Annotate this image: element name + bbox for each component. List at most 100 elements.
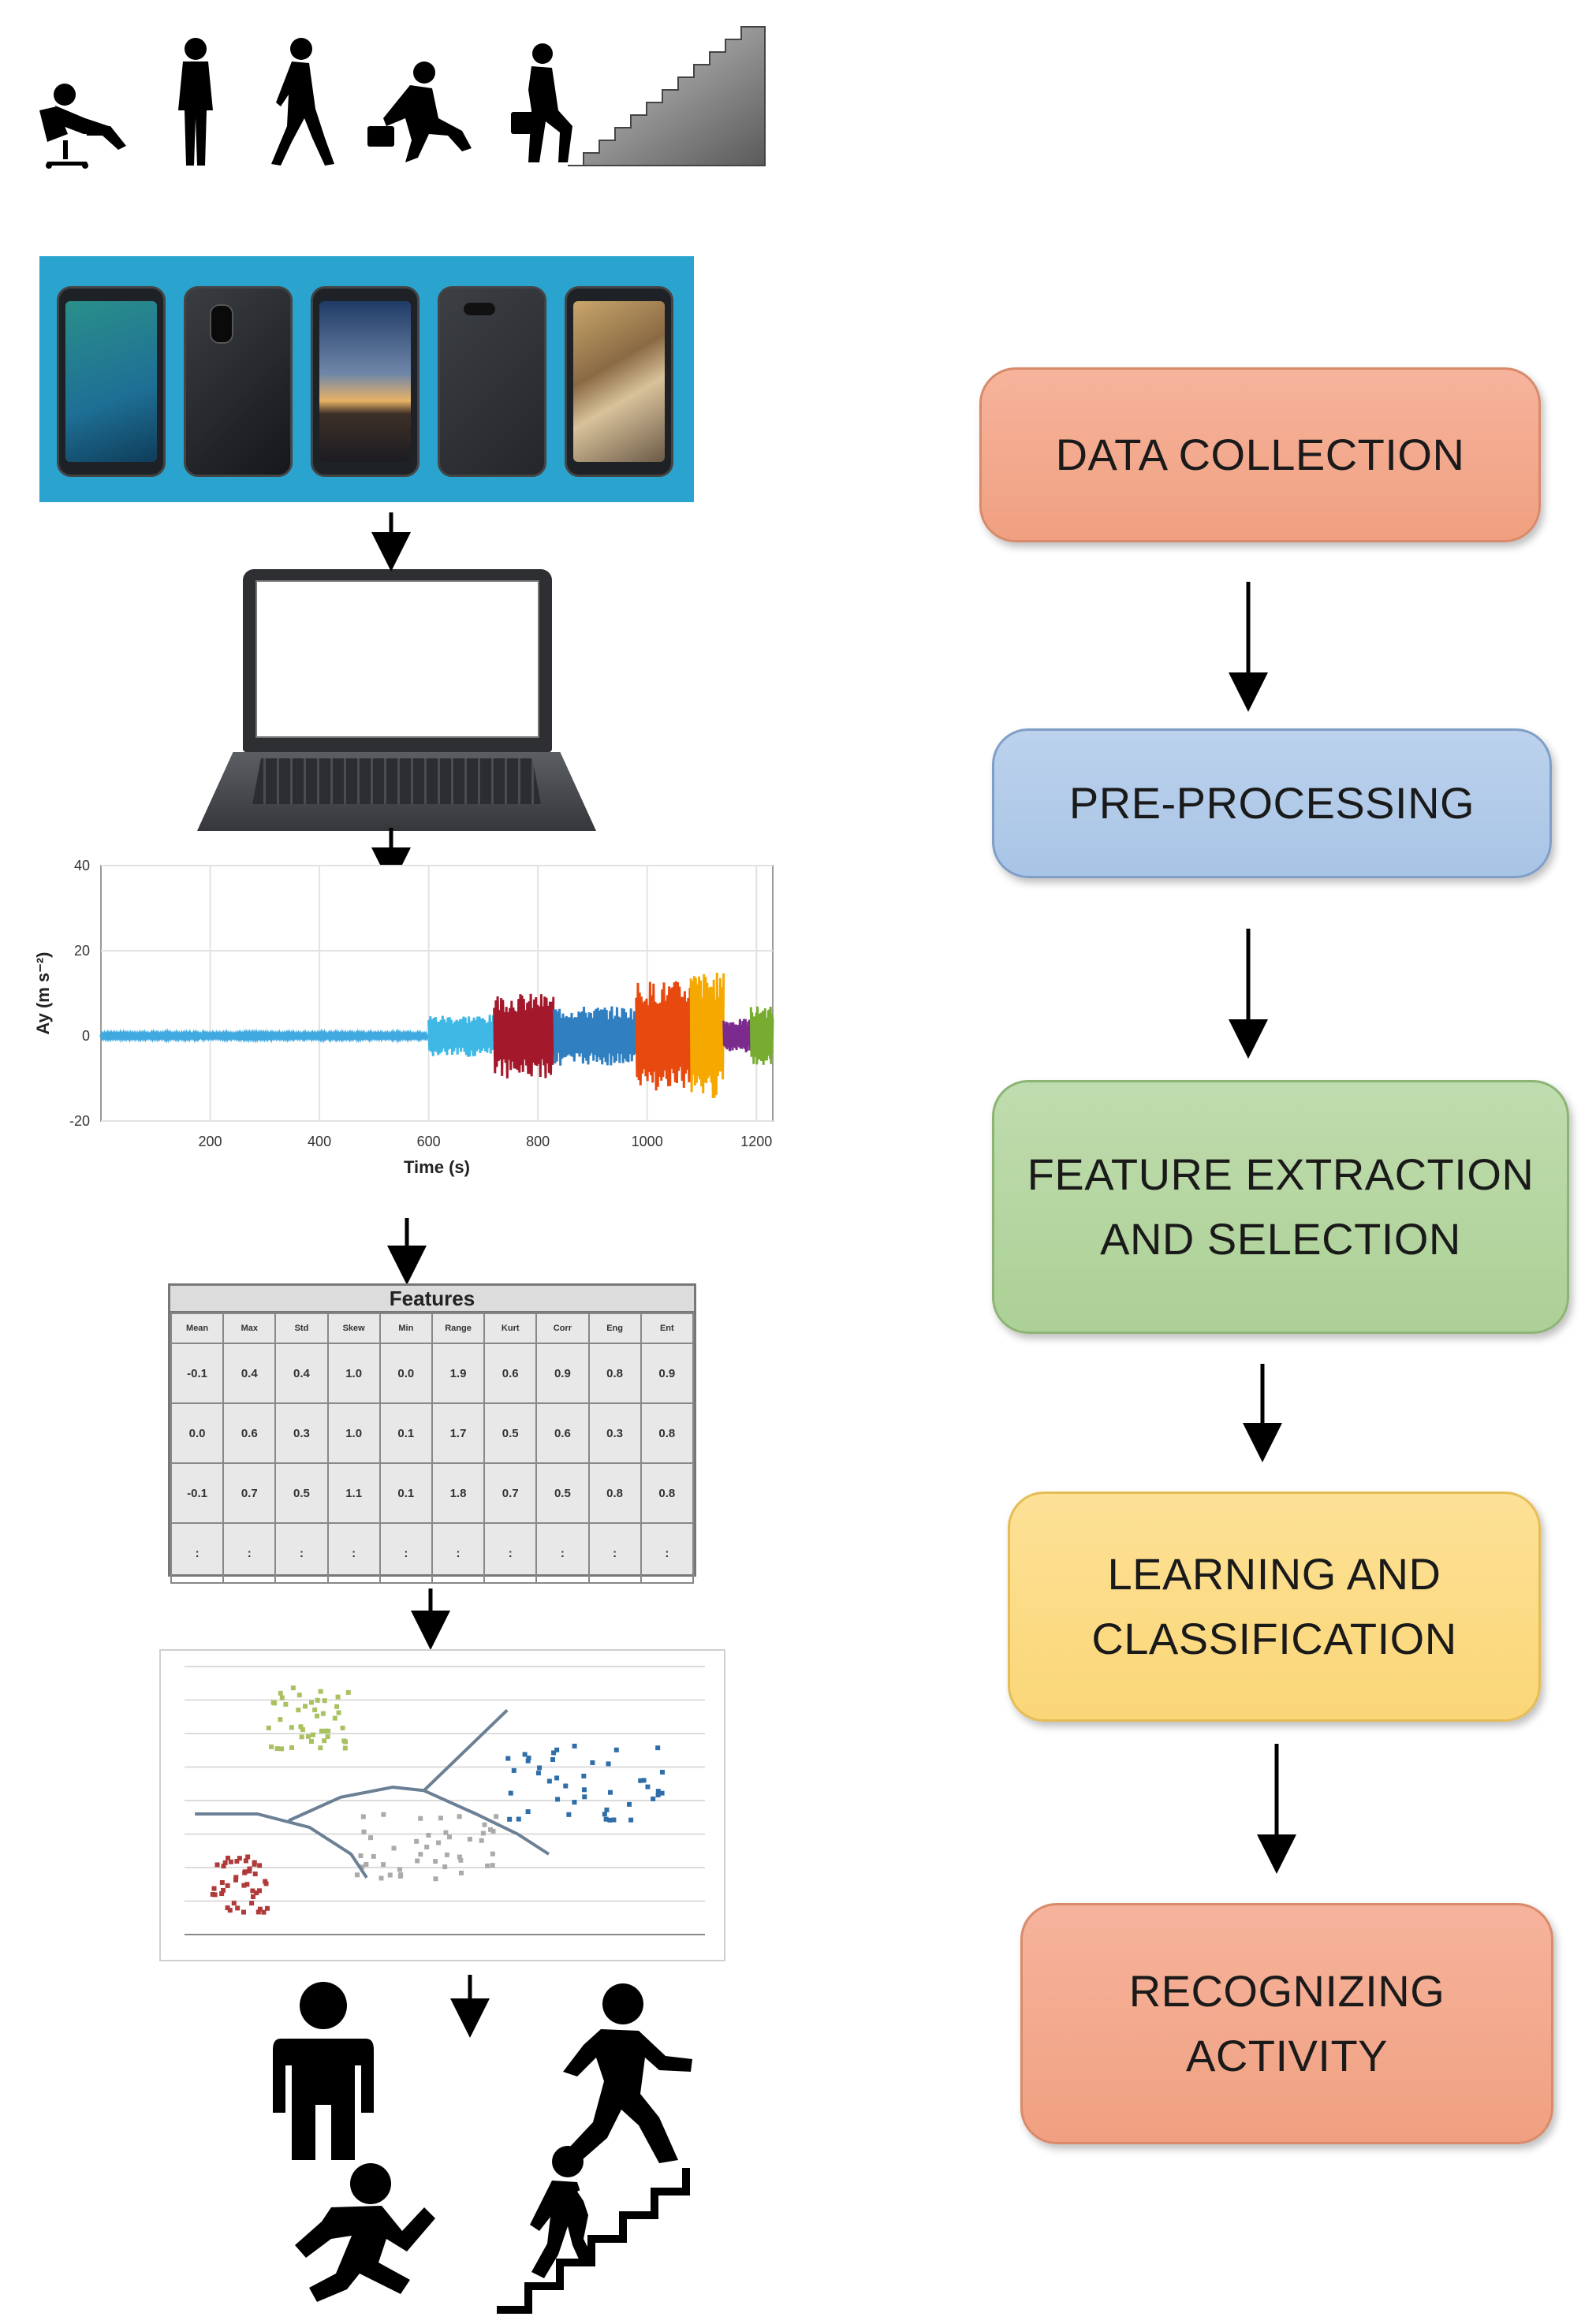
features-cell: 1.0: [326, 1343, 381, 1404]
scatter-point: [257, 1906, 263, 1912]
scatter-point: [526, 1755, 531, 1760]
features-cell: 1.7: [431, 1402, 486, 1464]
scatter-point: [309, 1700, 315, 1705]
x-tick-label: 1000: [632, 1134, 663, 1149]
classification-scatter-chart: [185, 1666, 705, 1935]
features-cell: 0.9: [535, 1343, 590, 1404]
scatter-point: [242, 1869, 248, 1875]
phone-iphone-black: [184, 286, 293, 477]
y-tick-label: 40: [74, 859, 90, 873]
step-feature-extraction: FEATURE EXTRACTION AND SELECTION: [992, 1080, 1569, 1334]
scatter-point: [550, 1757, 555, 1763]
scatter-point: [415, 1858, 420, 1864]
x-axis-label: Time (s): [404, 1157, 470, 1177]
step-data-collection: DATA COLLECTION: [979, 367, 1541, 542]
features-cell: 0.0: [170, 1402, 225, 1464]
features-cell: :: [483, 1522, 538, 1584]
scatter-point: [522, 1752, 528, 1757]
scatter-point: [433, 1876, 438, 1882]
features-cell: :: [274, 1522, 329, 1584]
scatter-point: [234, 1859, 240, 1864]
scatter-point: [572, 1743, 577, 1749]
scatter-point: [511, 1767, 516, 1773]
scatter-point: [302, 1704, 308, 1709]
scatter-point: [263, 1881, 269, 1886]
scatter-point: [358, 1853, 364, 1859]
scatter-point: [243, 1858, 248, 1864]
left-arrows: [371, 512, 490, 2038]
scatter-point: [443, 1830, 449, 1835]
scatter-point: [368, 1835, 374, 1841]
scatter-point: [300, 1727, 305, 1733]
phone-oneplus: [438, 286, 546, 477]
scatter-point: [638, 1778, 643, 1783]
scatter-point: [490, 1863, 495, 1868]
walking-person-icon: [563, 1983, 692, 2163]
scatter-point: [342, 1745, 348, 1751]
y-tick-label: 20: [74, 943, 90, 959]
scatter-point: [444, 1852, 449, 1857]
scatter-point: [231, 1901, 237, 1906]
scatter-point: [233, 1877, 238, 1883]
scatter-point: [378, 1875, 384, 1881]
features-cell: 0.8: [640, 1402, 695, 1464]
step-pre-processing-label: PRE-PROCESSING: [1068, 778, 1475, 828]
scatter-point: [457, 1854, 462, 1860]
scatter-point: [226, 1855, 231, 1860]
step-recognizing-activity: RECOGNIZING ACTIVITY: [1020, 1903, 1553, 2144]
scatter-point: [397, 1867, 403, 1872]
x-tick-label: 200: [199, 1134, 222, 1149]
scatter-point: [582, 1794, 587, 1800]
scatter-point: [221, 1887, 226, 1893]
signal-series-line: [635, 981, 692, 1091]
activity-silhouettes-top: [39, 26, 766, 169]
decision-boundary-line: [288, 1708, 509, 1823]
scatter-point: [225, 1905, 230, 1911]
scatter-point: [289, 1745, 294, 1750]
step-learning-classification: LEARNING AND CLASSIFICATION: [1008, 1492, 1541, 1722]
x-tick-label: 800: [526, 1134, 550, 1149]
scatter-point: [241, 1909, 246, 1915]
features-cell: :: [170, 1522, 225, 1584]
scatter-point: [655, 1789, 661, 1794]
features-cell: 1.8: [431, 1462, 486, 1524]
scatter-point: [283, 1701, 289, 1707]
scatter-point: [250, 1894, 255, 1900]
scatter-point: [312, 1707, 318, 1712]
scatter-point: [227, 1908, 233, 1913]
x-tick-label: 600: [417, 1134, 441, 1149]
phone-essential: [565, 286, 673, 477]
features-header: Std: [274, 1313, 329, 1344]
scatter-point: [252, 1860, 257, 1865]
scatter-point: [269, 1744, 274, 1749]
scatter-point: [289, 1725, 294, 1730]
scatter-point: [310, 1732, 315, 1737]
signal-series-line: [553, 1006, 637, 1066]
scatter-point: [467, 1837, 472, 1842]
phone-pixel: [57, 286, 166, 477]
features-cell: 1.1: [326, 1462, 381, 1524]
scatter-point: [482, 1822, 487, 1827]
scatter-point: [323, 1728, 329, 1734]
scatter-point: [391, 1845, 397, 1851]
scatter-point: [566, 1812, 572, 1817]
scatter-point: [299, 1734, 304, 1740]
scatter-point: [235, 1905, 241, 1911]
scatter-point: [606, 1761, 611, 1767]
scatter-point: [494, 1814, 499, 1819]
scatter-point: [479, 1838, 484, 1843]
right-arrows: [1229, 582, 1296, 1874]
scatter-point: [438, 1816, 443, 1821]
scatter-point: [211, 1886, 217, 1891]
features-cell: 0.3: [587, 1402, 642, 1464]
scatter-point: [360, 1864, 365, 1870]
laptop-screen: [255, 580, 539, 738]
features-cell: 0.0: [378, 1343, 433, 1404]
scatter-point: [279, 1746, 285, 1752]
scatter-point: [315, 1697, 320, 1703]
scatter-point: [332, 1715, 337, 1721]
features-grid: Mean Max Std Skew Min Range Kurt Corr En…: [170, 1313, 695, 1584]
scatter-point: [364, 1861, 369, 1867]
scatter-point: [250, 1888, 255, 1894]
